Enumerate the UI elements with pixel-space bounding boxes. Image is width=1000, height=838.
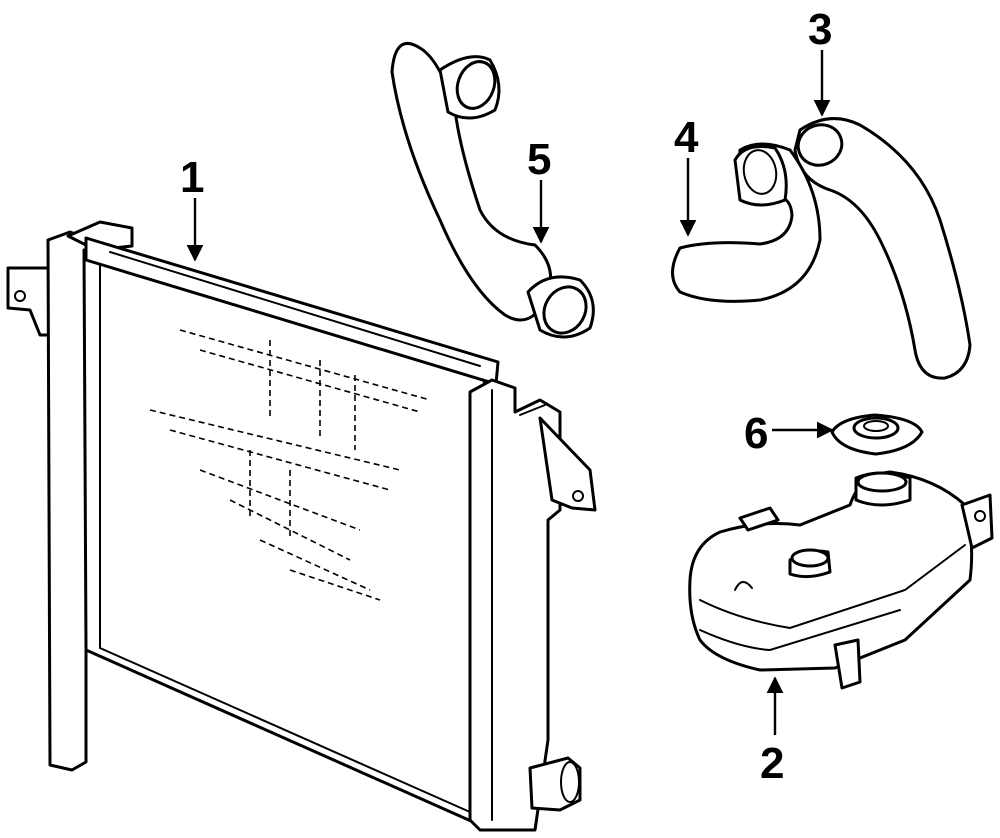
callout-5: 5 xyxy=(527,135,551,244)
reservoir-bracket xyxy=(833,638,862,690)
callout-1: 1 xyxy=(180,153,204,262)
radiator-outlet xyxy=(528,756,582,812)
lower-hose-cuff xyxy=(733,145,788,207)
radiator-left-bracket xyxy=(6,266,54,337)
callout-6: 6 xyxy=(744,409,834,458)
callout-4: 4 xyxy=(674,113,699,237)
callout-label-5: 5 xyxy=(527,135,551,184)
radiator-right-bracket xyxy=(538,416,597,512)
radiator-left-tank xyxy=(46,230,88,772)
bypass-hose xyxy=(390,42,595,339)
upper-lower-hoses xyxy=(671,117,972,380)
callout-2: 2 xyxy=(760,676,784,788)
callout-label-3: 3 xyxy=(808,5,832,54)
callout-label-4: 4 xyxy=(674,113,699,162)
callout-3: 3 xyxy=(808,5,832,117)
reservoir-mount-tab xyxy=(960,493,994,550)
radiator-core-fins xyxy=(149,329,431,601)
callout-label-2: 2 xyxy=(760,739,784,788)
radiator-core-frame xyxy=(82,248,498,827)
radiator xyxy=(6,220,597,832)
callout-label-1: 1 xyxy=(180,153,204,202)
callout-label-6: 6 xyxy=(744,409,768,458)
reservoir-hose-barb xyxy=(738,506,780,532)
coolant-reservoir xyxy=(688,470,994,690)
upper-hose-body xyxy=(793,117,972,380)
reservoir-cap xyxy=(830,413,924,456)
